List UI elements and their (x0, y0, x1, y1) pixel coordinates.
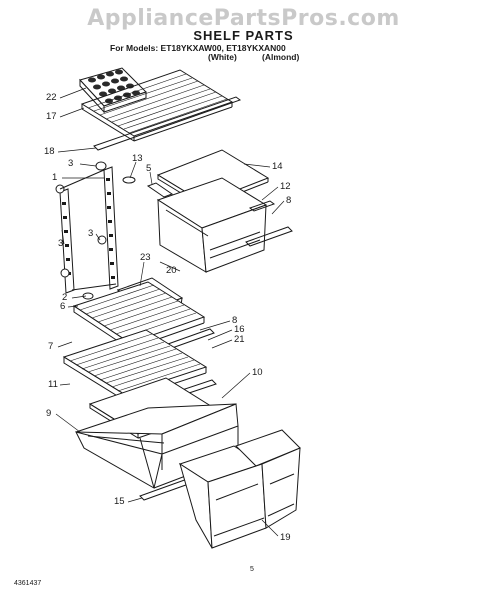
document-number: 4361437 (14, 580, 42, 587)
callout-11: 11 (48, 379, 58, 390)
callout-15: 15 (114, 496, 125, 507)
shelf-support-ladder-rear (104, 167, 118, 289)
callout-13: 13 (132, 153, 143, 164)
crisper-drawers (180, 430, 300, 548)
callout-16: 16 (234, 324, 245, 335)
callout-3-left: 3 (58, 238, 64, 249)
top-wire-shelf (82, 70, 232, 141)
callout-2: 2 (62, 292, 68, 303)
callout-5: 5 (146, 163, 152, 174)
callout-17: 17 (46, 111, 57, 122)
variant-white: (White) (208, 52, 237, 62)
callout-1: 1 (52, 172, 58, 183)
callout-8-upper: 8 (286, 195, 292, 206)
support-caps (56, 162, 135, 299)
callout-9: 9 (46, 408, 52, 419)
callout-3-top: 3 (68, 158, 74, 169)
callout-19: 19 (280, 532, 291, 543)
callout-7: 7 (48, 341, 54, 352)
callout-3-mid: 3 (88, 228, 94, 239)
callout-20: 20 (166, 265, 177, 276)
callout-22: 22 (46, 92, 57, 103)
variant-almond: (Almond) (262, 52, 300, 62)
leader-lines (56, 88, 284, 536)
shelf-rail-13 (148, 183, 172, 197)
callout-12: 12 (280, 181, 291, 192)
callout-21: 21 (234, 334, 245, 345)
callout-10: 10 (252, 367, 263, 378)
page-number: 5 (250, 566, 254, 573)
watermark: AppliancePartsPros.com (87, 6, 400, 31)
diagram-title: SHELF PARTS (193, 28, 294, 43)
egg-tray (80, 68, 146, 112)
upper-pan (158, 178, 292, 272)
models-line: For Models: ET18YKXAW00, ET18YKXAN00 (110, 43, 286, 53)
callout-23: 23 (140, 252, 151, 263)
callout-14: 14 (272, 161, 283, 172)
callout-8-middle: 8 (232, 315, 238, 326)
shelf-trim-strip (94, 97, 240, 150)
callout-6: 6 (60, 301, 66, 312)
callout-18: 18 (44, 146, 55, 157)
